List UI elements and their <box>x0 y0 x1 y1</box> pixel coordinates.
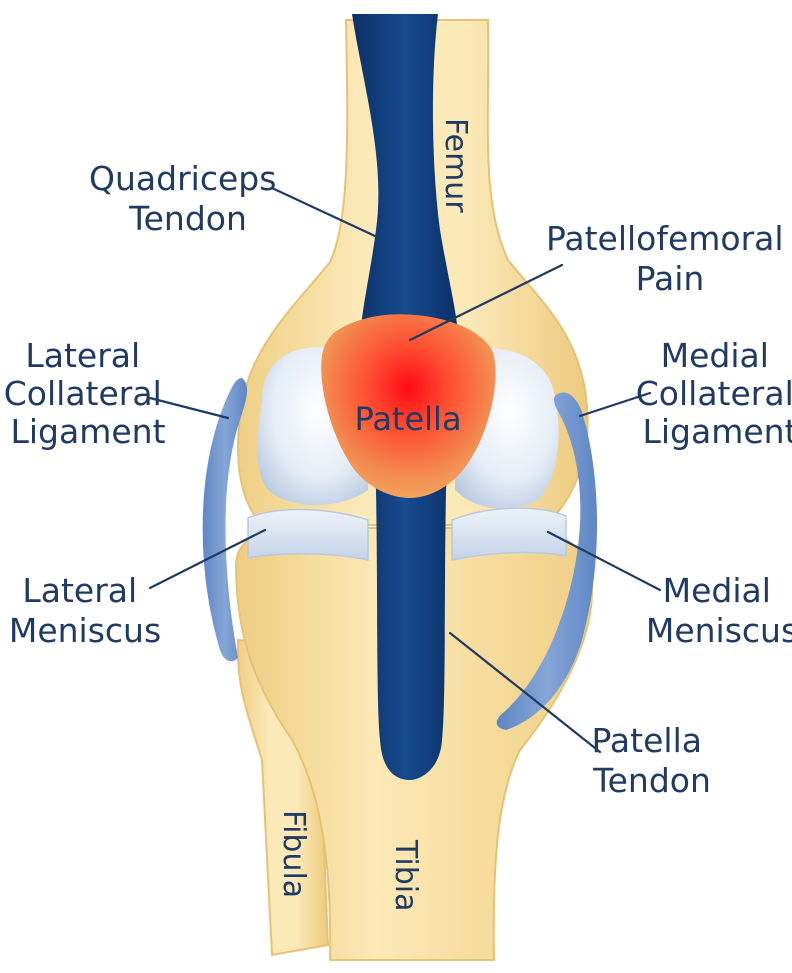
label-patella-tendon-line1: Patella <box>592 721 702 760</box>
label-medial-meniscus-line2: Meniscus <box>646 611 792 650</box>
label-quadriceps-tendon: Quadriceps Tendon <box>89 159 287 238</box>
label-medial-collateral-ligament: Medial Collateral Ligament <box>636 336 792 451</box>
label-patella-tendon-line2: Tendon <box>592 761 711 800</box>
label-lateral-meniscus-line1: Lateral <box>22 571 137 610</box>
label-patellofemoral-pain: Patellofemoral Pain <box>546 219 792 298</box>
label-lcl-line2: Collateral <box>4 374 162 413</box>
label-quadriceps-tendon-line2: Tendon <box>128 199 247 238</box>
label-lcl-line1: Lateral <box>25 336 140 375</box>
label-patellofemoral-pain-line1: Patellofemoral <box>546 219 784 258</box>
label-mcl-line3: Ligament <box>642 412 792 451</box>
label-patella-tendon: Patella Tendon <box>592 721 713 800</box>
lateral-meniscus-shape <box>248 510 368 560</box>
medial-meniscus-shape <box>452 508 566 560</box>
label-lateral-meniscus-line2: Meniscus <box>9 611 161 650</box>
label-patellofemoral-pain-line2: Pain <box>636 259 705 298</box>
label-tibia: Tibia <box>388 839 423 912</box>
label-mcl-line1: Medial <box>661 336 769 375</box>
label-fibula: Fibula <box>276 810 311 898</box>
label-medial-meniscus-line1: Medial <box>663 571 771 610</box>
label-lcl-line3: Ligament <box>10 412 165 451</box>
label-lateral-collateral-ligament: Lateral Collateral Ligament <box>4 336 173 451</box>
label-mcl-line2: Collateral <box>636 374 792 413</box>
label-quadriceps-tendon-line1: Quadriceps <box>89 159 276 198</box>
label-lateral-meniscus: Lateral Meniscus <box>9 571 161 650</box>
label-medial-meniscus: Medial Meniscus <box>646 571 792 650</box>
label-patella: Patella <box>354 400 461 438</box>
label-femur: Femur <box>438 118 473 213</box>
